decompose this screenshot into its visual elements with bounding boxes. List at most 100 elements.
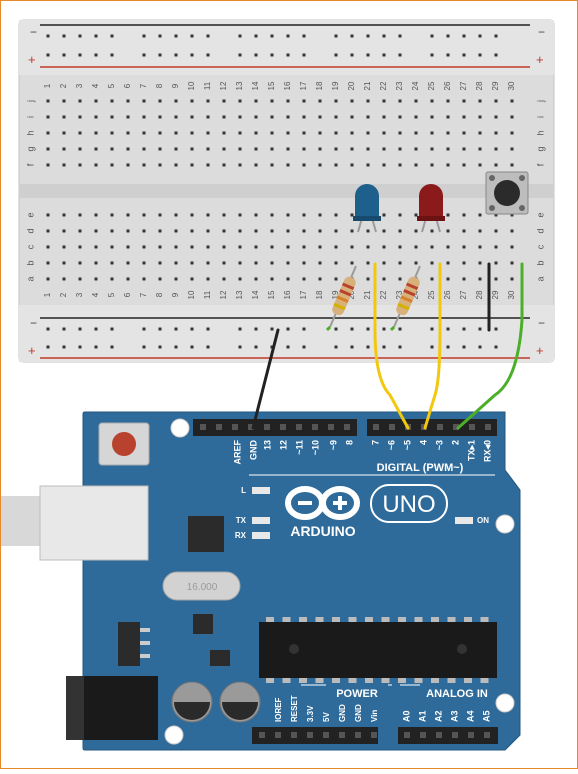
terminal-hole[interactable] [510,115,514,119]
rail-hole[interactable] [270,327,274,331]
terminal-hole[interactable] [398,99,402,103]
terminal-hole[interactable] [366,261,370,265]
rail-hole[interactable] [270,53,274,57]
terminal-hole[interactable] [174,147,178,151]
rail-hole[interactable] [142,34,146,38]
terminal-hole[interactable] [382,163,386,167]
terminal-hole[interactable] [398,213,402,217]
rail-hole[interactable] [398,327,402,331]
terminal-hole[interactable] [398,147,402,151]
pushbutton[interactable] [485,171,529,215]
terminal-hole[interactable] [206,147,210,151]
resistor-1[interactable] [325,265,357,332]
rail-hole[interactable] [46,345,50,349]
header-pin[interactable] [404,732,410,738]
terminal-hole[interactable] [318,229,322,233]
terminal-hole[interactable] [382,261,386,265]
terminal-hole[interactable] [190,213,194,217]
terminal-hole[interactable] [174,277,178,281]
rail-hole[interactable] [174,327,178,331]
terminal-hole[interactable] [158,131,162,135]
terminal-hole[interactable] [462,261,466,265]
terminal-hole[interactable] [78,277,82,281]
terminal-hole[interactable] [238,245,242,249]
terminal-hole[interactable] [190,261,194,265]
breadboard-components[interactable] [325,171,529,332]
rail-hole[interactable] [350,345,354,349]
terminal-hole[interactable] [46,147,50,151]
terminal-hole[interactable] [46,131,50,135]
terminal-hole[interactable] [158,277,162,281]
terminal-hole[interactable] [350,131,354,135]
terminal-hole[interactable] [286,213,290,217]
rail-hole[interactable] [78,327,82,331]
header-pin[interactable] [339,732,345,738]
terminal-hole[interactable] [206,213,210,217]
terminal-hole[interactable] [350,245,354,249]
terminal-hole[interactable] [62,115,66,119]
terminal-hole[interactable] [126,99,130,103]
terminal-hole[interactable] [350,229,354,233]
terminal-hole[interactable] [430,261,434,265]
terminal-hole[interactable] [174,131,178,135]
terminal-hole[interactable] [94,213,98,217]
terminal-hole[interactable] [510,131,514,135]
terminal-hole[interactable] [110,213,114,217]
terminal-hole[interactable] [462,229,466,233]
rail-hole[interactable] [430,34,434,38]
rail-hole[interactable] [462,327,466,331]
terminal-hole[interactable] [382,147,386,151]
terminal-hole[interactable] [510,99,514,103]
terminal-hole[interactable] [414,147,418,151]
rail-hole[interactable] [78,53,82,57]
terminal-hole[interactable] [334,147,338,151]
terminal-hole[interactable] [174,99,178,103]
digital-header-left[interactable] [193,419,357,436]
terminal-hole[interactable] [318,147,322,151]
rail-hole[interactable] [494,34,498,38]
terminal-hole[interactable] [430,115,434,119]
terminal-hole[interactable] [382,213,386,217]
rail-hole[interactable] [302,345,306,349]
rail-hole[interactable] [62,34,66,38]
terminal-hole[interactable] [110,99,114,103]
header-pin[interactable] [437,424,443,430]
terminal-hole[interactable] [398,245,402,249]
terminal-hole[interactable] [414,131,418,135]
terminal-hole[interactable] [446,229,450,233]
pushbutton-cap[interactable] [494,180,520,206]
terminal-hole[interactable] [62,163,66,167]
terminal-hole[interactable] [510,245,514,249]
terminal-hole[interactable] [238,261,242,265]
terminal-hole[interactable] [350,99,354,103]
terminal-hole[interactable] [94,115,98,119]
terminal-hole[interactable] [126,229,130,233]
terminal-hole[interactable] [238,163,242,167]
rail-hole[interactable] [286,345,290,349]
rail-hole[interactable] [350,53,354,57]
terminal-hole[interactable] [254,163,258,167]
terminal-hole[interactable] [94,99,98,103]
terminal-hole[interactable] [366,163,370,167]
terminal-hole[interactable] [46,277,50,281]
terminal-hole[interactable] [286,99,290,103]
wire-yellow-pin5[interactable] [373,262,410,430]
terminal-hole[interactable] [318,131,322,135]
terminal-hole[interactable] [94,147,98,151]
rail-hole[interactable] [398,53,402,57]
rail-hole[interactable] [494,327,498,331]
header-pin[interactable] [485,424,491,430]
terminal-hole[interactable] [254,261,258,265]
header-pin[interactable] [280,424,286,430]
terminal-hole[interactable] [142,131,146,135]
terminal-hole[interactable] [238,147,242,151]
rail-hole[interactable] [158,327,162,331]
wire-yellow-pin3[interactable] [423,262,442,430]
reset-button[interactable] [112,432,136,456]
terminal-hole[interactable] [430,131,434,135]
rail-hole[interactable] [366,53,370,57]
header-pin[interactable] [452,732,458,738]
header-pin[interactable] [371,732,377,738]
power-header[interactable] [252,727,378,744]
